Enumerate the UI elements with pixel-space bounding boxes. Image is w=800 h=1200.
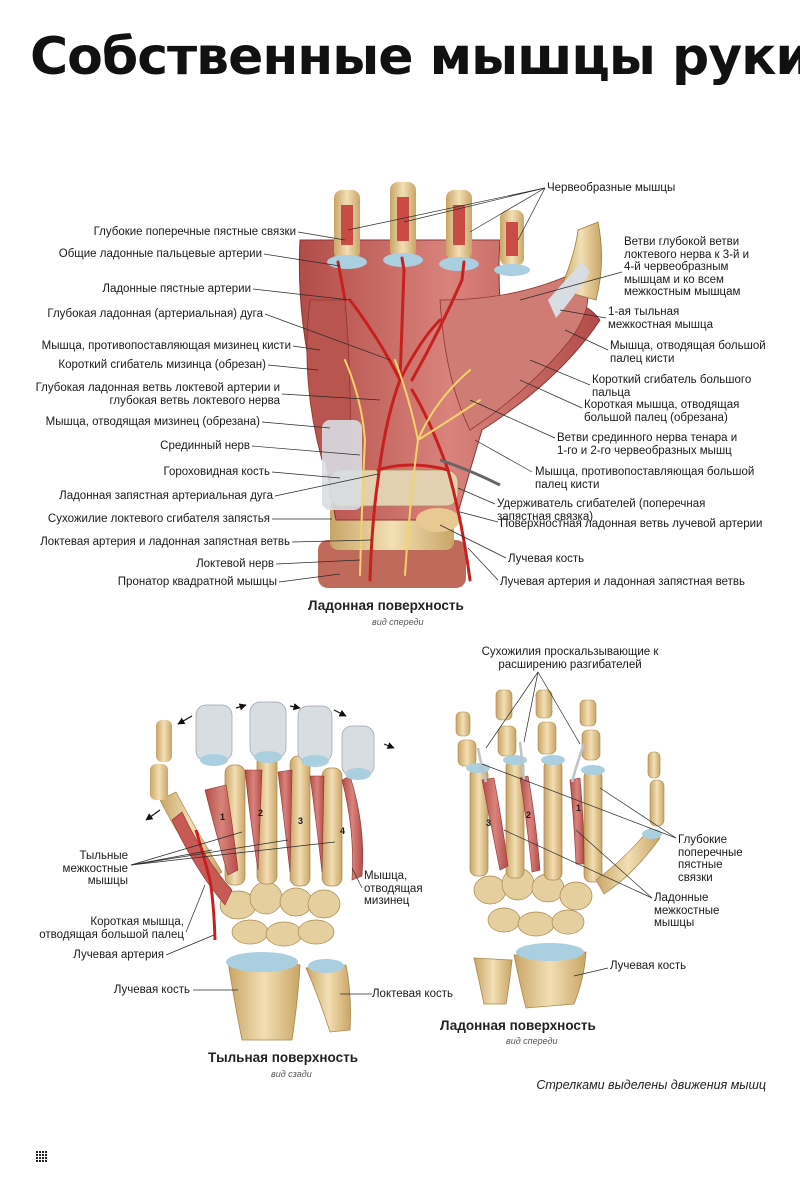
label-abductor-pollicis: Мышца, отводящая большой палец кисти xyxy=(610,340,766,365)
label-flexor-pollicis-brevis: Короткий сгибатель большого пальца xyxy=(592,374,752,399)
label-abductor-pollicis-brevis: Короткая мышца, отводящая большой палец … xyxy=(584,399,740,424)
label-abductor-pollicis-brevis-dorsal: Короткая мышца, отводящая большой палец xyxy=(39,916,184,941)
palmar-view-note: вид спереди xyxy=(506,1036,558,1046)
label-ulna-dorsal: Локтевая кость xyxy=(372,988,453,1000)
label-common-palmar-digital-arteries: Общие ладонные пальцевые артерии xyxy=(58,248,262,260)
label-deep-transverse-ligaments-palmar: Глубокие поперечные пястные связки xyxy=(678,834,743,884)
label-lumbricals: Червеобразные мышцы xyxy=(547,182,676,194)
label-palmar-interossei: Ладонные межкостные мышцы xyxy=(654,892,720,929)
radius-end-shape xyxy=(416,508,460,532)
label-opponens-pollicis: Мышца, противопоставляющая большой палец… xyxy=(535,466,755,491)
thenar-muscles-shape xyxy=(439,269,589,431)
label-radial-artery-dorsal: Лучевая артерия xyxy=(73,949,164,961)
label-median-nerve: Срединный нерв xyxy=(160,440,250,452)
thumb-tendon-shape xyxy=(548,262,590,318)
label-radius-palmar: Лучевая кость xyxy=(610,960,687,972)
arrows-note: Стрелками выделены движения мышц xyxy=(536,1078,766,1092)
label-radial-artery-carpal: Лучевая артерия и ладонная запястная вет… xyxy=(500,576,745,588)
label-radius-dorsal: Лучевая кость xyxy=(113,984,190,996)
label-pronator-quadratus: Пронатор квадратной мышцы xyxy=(117,576,277,588)
palmar-caption: Ладонная поверхность xyxy=(440,1018,596,1033)
page-title: Собственные мышцы руки xyxy=(30,27,800,87)
arteries-shape xyxy=(336,256,472,582)
label-deep-palmar-branch-ulnar: Глубокая ладонная ветвь локтевой артерии… xyxy=(35,382,280,407)
label-radius-upper: Лучевая кость xyxy=(508,553,585,565)
label-flexor-digiti-minimi-brevis: Короткий сгибатель мизинца (обрезан) xyxy=(58,359,266,371)
label-ulnar-nerve: Локтевой нерв xyxy=(196,558,274,570)
nerves-shape xyxy=(344,359,481,576)
label-flexor-retinaculum: Удерживатель сгибателей (поперечная запя… xyxy=(497,498,706,523)
label-dorsal-interossei: Тыльные межкостные мышцы xyxy=(62,850,128,887)
upper-caption: Ладонная поверхность xyxy=(308,598,464,613)
label-deep-palmar-arch: Глубокая ладонная (артериальная) дуга xyxy=(47,308,263,320)
label-fcu-tendon: Сухожилие локтевого сгибателя запястья xyxy=(47,513,270,525)
qr-code-icon xyxy=(36,1150,48,1162)
dorsal-number-1: 1 xyxy=(220,812,226,822)
probe-shape xyxy=(439,458,501,487)
dorsal-caption: Тыльная поверхность xyxy=(208,1050,359,1065)
upper-hand-illustration xyxy=(298,182,602,588)
palmar-hand-illustration xyxy=(455,689,665,1009)
ulnar-tendon-shape xyxy=(322,420,362,510)
label-deep-transverse-metacarpal-ligaments: Глубокие поперечные пястные связки xyxy=(93,226,296,238)
dorsal-leader-lines xyxy=(130,831,372,995)
label-abductor-digiti-minimi-dorsal: Мышца, отводящая мизинец xyxy=(364,870,423,907)
upper-view-note: вид спереди xyxy=(372,617,424,627)
label-pisiform: Гороховидная кость xyxy=(163,466,270,478)
pronator-quadratus-shape xyxy=(318,540,466,588)
label-median-thenar-branches: Ветви срединного нерва тенара и 1-го и 2… xyxy=(557,432,738,457)
label-abductor-digiti-minimi: Мышца, отводящая мизинец (обрезана) xyxy=(45,416,260,428)
label-ulnar-artery: Локтевая артерия и ладонная запястная ве… xyxy=(40,536,290,548)
palmar-number-3: 3 xyxy=(486,818,492,828)
label-palmar-carpal-arch: Ладонная запястная артериальная дуга xyxy=(59,490,273,502)
dorsal-number-4: 4 xyxy=(340,826,346,836)
label-tendons-to-extensor-expansion: Сухожилия проскальзывающие к расширению … xyxy=(481,646,659,671)
dorsal-hand-illustration xyxy=(145,701,395,1041)
dorsal-view-note: вид сзади xyxy=(271,1069,312,1079)
dorsal-number-2: 2 xyxy=(258,808,264,818)
palmar-leader-lines xyxy=(481,671,677,977)
palmar-number-1: 1 xyxy=(576,803,582,813)
label-opponens-digiti-minimi: Мышца, противопоставляющая мизинец кисти xyxy=(41,340,291,352)
label-first-dorsal-interosseous: 1-ая тыльная межкостная мышца xyxy=(608,306,713,331)
dorsal-number-3: 3 xyxy=(298,816,304,826)
label-superficial-palmar-branch-radial: Поверхностная ладонная ветвь лучевой арт… xyxy=(500,518,763,530)
label-ulnar-deep-branch-twigs: Ветви глубокой ветви локтевого нерва к 3… xyxy=(624,236,750,298)
palmar-number-2: 2 xyxy=(526,810,532,820)
upper-leader-lines xyxy=(251,187,623,583)
label-palmar-metacarpal-arteries: Ладонные пястные артерии xyxy=(102,283,251,295)
